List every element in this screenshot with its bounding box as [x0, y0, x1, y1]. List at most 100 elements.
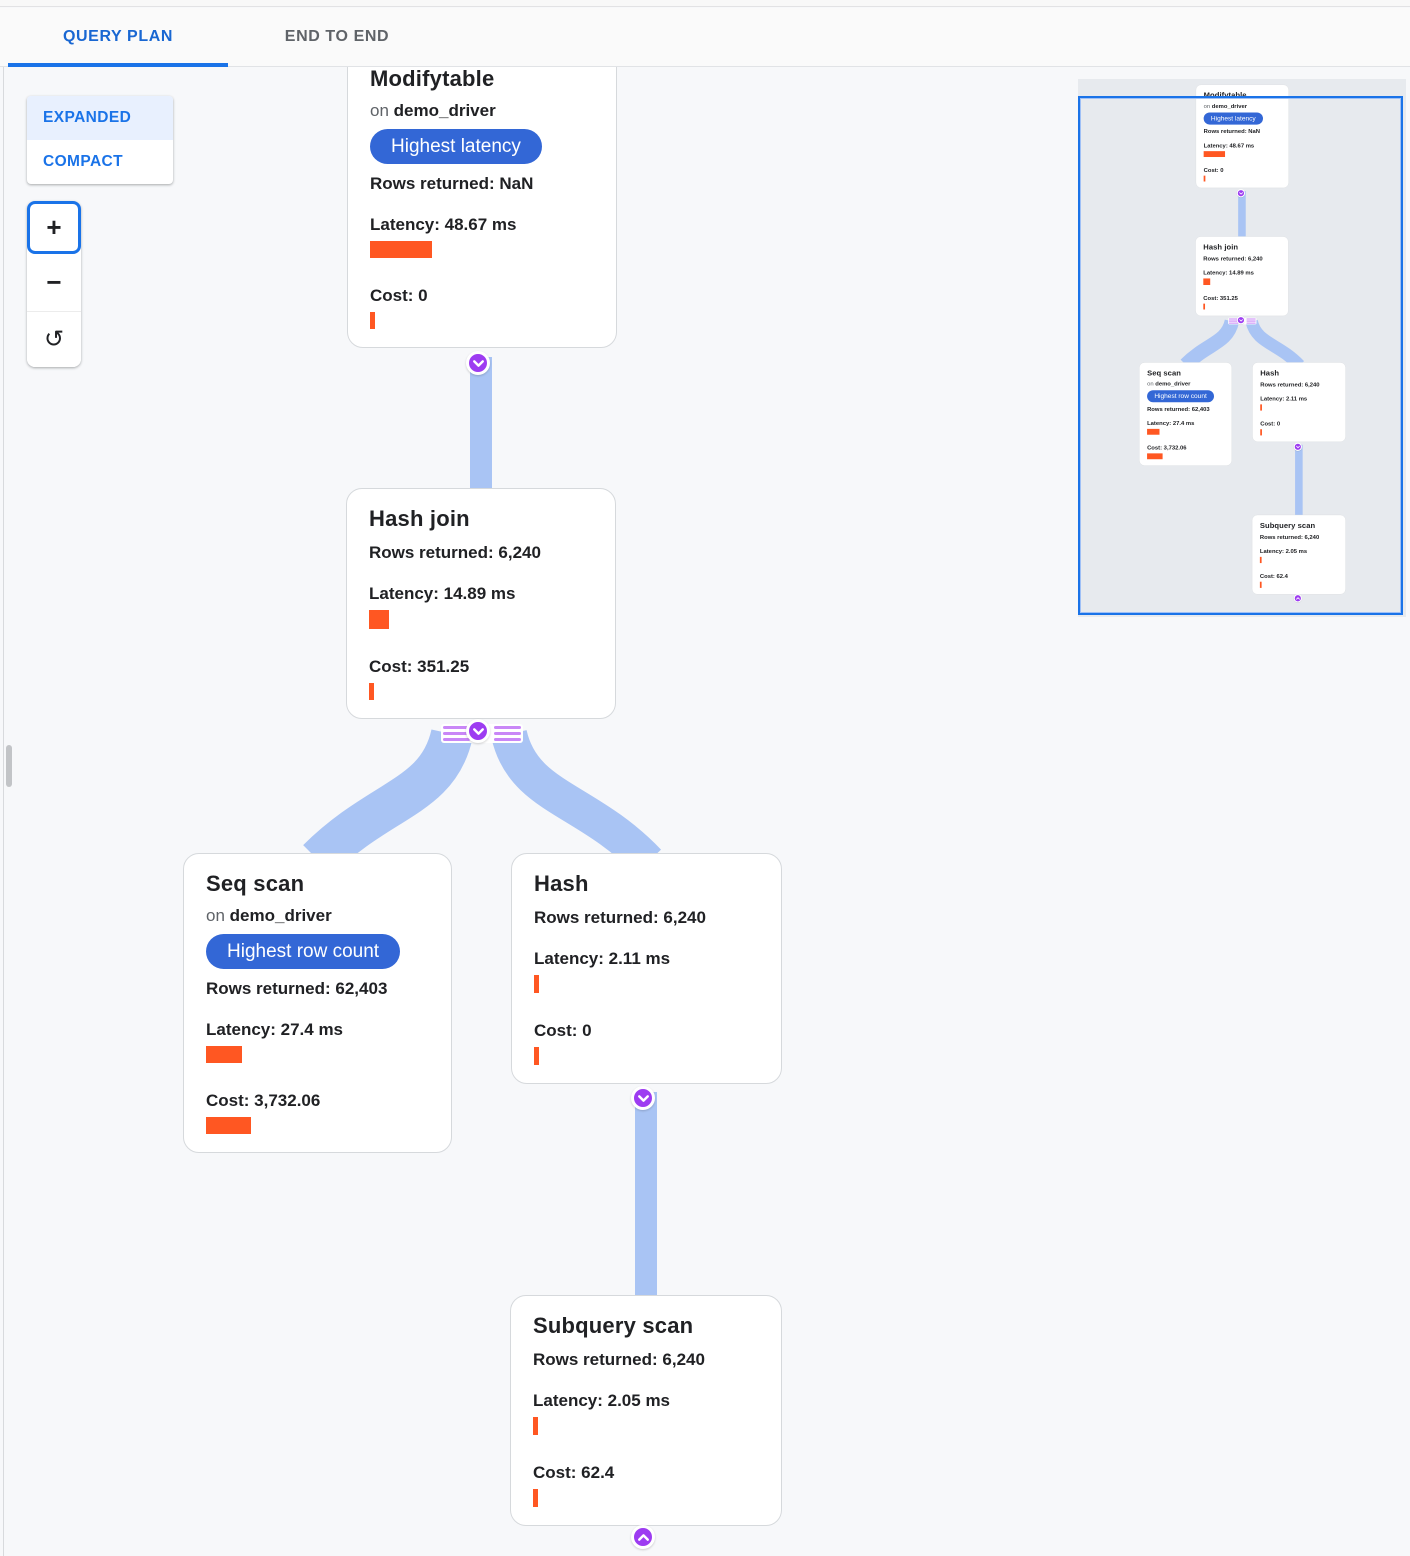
edge-hashjoin-seqscan	[1180, 319, 1240, 371]
cost-label: Cost: 62.4	[533, 1463, 615, 1482]
rotate-ccw-icon: ↺	[43, 326, 65, 353]
node-table-line: on demo_driver	[1203, 102, 1248, 110]
view-mode-expanded[interactable]: EXPANDED	[27, 96, 173, 140]
cost-label: Cost: 62.4	[1259, 572, 1288, 580]
rows-returned: Rows returned: 6,240	[1259, 533, 1320, 541]
node-table-line: on demo_driver	[370, 101, 496, 120]
node-title: Seq scan	[206, 871, 305, 896]
node-subquery-scan: Subquery scan Rows returned: 6,240 Laten…	[1251, 514, 1346, 595]
node-table-line: on demo_driver	[206, 906, 332, 925]
node-hash-join: Hash join Rows returned: 6,240 Latency: …	[1195, 236, 1289, 317]
latency-bar	[1259, 556, 1262, 564]
cost-label: Cost: 0	[1203, 166, 1224, 174]
cost-bar	[206, 1117, 251, 1134]
tab-bar: QUERY PLAN END TO END	[0, 8, 1410, 67]
node-modifytable: Modifytable on demo_driver Highest laten…	[1195, 84, 1289, 189]
latency-label: Latency: 14.89 ms	[369, 584, 516, 603]
cost-label: Cost: 351.25	[1203, 294, 1238, 302]
node-title: Hash	[534, 871, 589, 896]
latency-bar	[533, 1417, 538, 1435]
node-hash[interactable]: Hash Rows returned: 6,240 Latency: 2.11 …	[511, 853, 782, 1084]
latency-label: Latency: 2.05 ms	[533, 1391, 671, 1410]
chevron-up-icon	[637, 1533, 649, 1541]
cost-label: Cost: 0	[534, 1021, 592, 1040]
cost-bar	[370, 312, 375, 329]
vertical-scrollbar-thumb[interactable]	[6, 745, 12, 787]
collapse-modifytable-button[interactable]	[466, 351, 490, 375]
tab-label: END TO END	[284, 28, 390, 45]
latency-bar	[1260, 404, 1262, 411]
table-name: demo_driver	[1155, 380, 1191, 388]
node-title: Hash join	[369, 506, 470, 531]
node-title: Hash join	[1203, 242, 1239, 252]
table-name: demo_driver	[229, 906, 332, 925]
expand-subquery-scan-button[interactable]	[631, 1525, 655, 1549]
minimap[interactable]: Modifytable on demo_driver Highest laten…	[1078, 79, 1406, 617]
chevron-down-icon	[1239, 192, 1243, 195]
edge-hashjoin-seqscan	[303, 728, 473, 876]
node-title: Modifytable	[370, 66, 495, 91]
latency-bar	[1203, 151, 1226, 158]
tab-query-plan[interactable]: QUERY PLAN	[8, 8, 228, 67]
latency-bar	[369, 610, 389, 629]
highest-latency-badge: Highest latency	[1203, 112, 1263, 125]
rows-returned: Rows returned: 6,240	[534, 908, 706, 927]
chevron-down-icon	[472, 359, 484, 367]
cost-bar	[1259, 581, 1262, 588]
highest-row-count-badge: Highest row count	[1147, 390, 1215, 403]
highest-latency-badge: Highest latency	[370, 129, 542, 164]
collapse-hash-join-button	[1236, 316, 1246, 325]
view-mode-compact[interactable]: COMPACT	[43, 153, 124, 170]
top-strip	[0, 0, 1410, 7]
chevron-down-icon	[472, 727, 484, 735]
panel-left-border	[3, 9, 4, 1556]
cost-bar	[1147, 453, 1163, 460]
node-hash-join[interactable]: Hash join Rows returned: 6,240 Latency: …	[346, 488, 616, 719]
collapse-hash-join-button[interactable]	[466, 719, 490, 743]
node-modifytable[interactable]: Modifytable on demo_driver Highest laten…	[347, 48, 617, 348]
table-name: demo_driver	[1211, 102, 1248, 110]
latency-bar	[1147, 428, 1160, 435]
rows-returned: Rows returned: NaN	[370, 174, 534, 193]
edge-hashjoin-hash	[1245, 319, 1305, 370]
latency-bar	[206, 1046, 242, 1063]
cost-label: Cost: 0	[1260, 420, 1281, 427]
collapse-modifytable-button	[1236, 189, 1246, 198]
chevron-down-icon	[1239, 319, 1243, 322]
node-table-line: on demo_driver	[1147, 380, 1191, 388]
latency-label: Latency: 2.11 ms	[1260, 395, 1308, 402]
zoom-out-button[interactable]: −	[27, 254, 81, 311]
latency-bar	[370, 241, 432, 258]
node-seq-scan[interactable]: Seq scan on demo_driver Highest row coun…	[183, 853, 452, 1153]
rows-returned: Rows returned: 6,240	[1203, 255, 1263, 262]
cost-bar	[1203, 303, 1206, 310]
latency-label: Latency: 48.67 ms	[370, 215, 517, 234]
zoom-in-button[interactable]: +	[27, 201, 81, 254]
collapse-hash-button	[1293, 442, 1302, 451]
node-subquery-scan[interactable]: Subquery scan Rows returned: 6,240 Laten…	[510, 1295, 782, 1526]
latency-label: Latency: 14.89 ms	[1203, 269, 1254, 277]
chevron-down-icon	[1295, 445, 1300, 448]
cost-label: Cost: 0	[370, 286, 428, 305]
table-name: demo_driver	[393, 101, 496, 120]
collapse-hash-button[interactable]	[631, 1086, 655, 1110]
rows-returned: Rows returned: NaN	[1203, 128, 1261, 135]
rows-returned: Rows returned: 6,240	[369, 543, 541, 562]
active-tab-underline	[8, 63, 228, 67]
chevron-down-icon	[637, 1094, 649, 1102]
rows-returned: Rows returned: 62,403	[206, 979, 388, 998]
node-title: Modifytable	[1203, 90, 1247, 100]
cost-label: Cost: 3,732.06	[1147, 444, 1187, 451]
node-title: Seq scan	[1147, 368, 1181, 378]
tab-end-to-end[interactable]: END TO END	[228, 8, 446, 66]
tab-label: QUERY PLAN	[62, 28, 173, 45]
latency-label: Latency: 48.67 ms	[1203, 142, 1255, 149]
node-seq-scan: Seq scan on demo_driver Highest row coun…	[1139, 362, 1232, 466]
view-mode-toggle: EXPANDED COMPACT	[27, 96, 173, 184]
node-title: Subquery scan	[533, 1313, 694, 1338]
rows-returned: Rows returned: 62,403	[1147, 405, 1210, 413]
zoom-reset-button[interactable]: ↺	[27, 311, 81, 367]
